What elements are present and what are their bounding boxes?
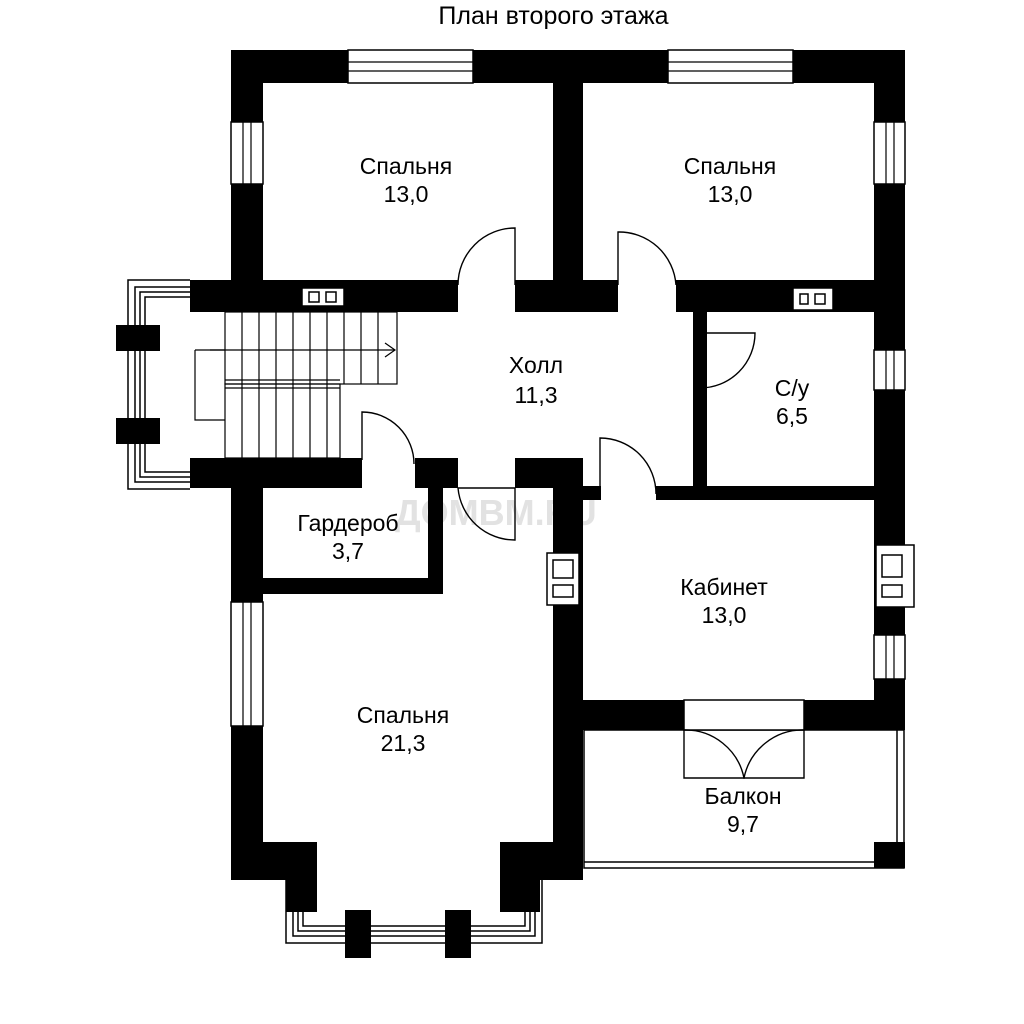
staircase xyxy=(194,311,398,459)
room-name-bedroom-3: Спальня xyxy=(357,702,449,728)
room-area-study: 13,0 xyxy=(702,602,747,628)
room-area-bathroom: 6,5 xyxy=(776,403,808,429)
left-bay-window xyxy=(127,279,190,490)
vent-shafts xyxy=(301,287,915,608)
plan-title: План второго этажа xyxy=(438,2,669,30)
room-name-balcony: Балкон xyxy=(704,783,781,809)
room-area-wardrobe: 3,7 xyxy=(332,538,364,564)
room-area-bedroom-1: 13,0 xyxy=(384,181,429,207)
room-name-bedroom-2: Спальня xyxy=(684,153,776,179)
room-labels: Спальня 13,0 Спальня 13,0 Холл 11,3 С/у … xyxy=(297,153,809,837)
windows xyxy=(230,49,906,731)
room-name-study: Кабинет xyxy=(680,574,768,600)
room-area-bedroom-3: 21,3 xyxy=(381,730,426,756)
room-name-bathroom: С/у xyxy=(775,375,810,401)
room-area-bedroom-2: 13,0 xyxy=(708,181,753,207)
room-name-wardrobe: Гардероб xyxy=(297,510,398,536)
room-name-bedroom-1: Спальня xyxy=(360,153,452,179)
room-area-hall: 11,3 xyxy=(514,382,557,408)
doors xyxy=(361,227,805,779)
room-area-balcony: 9,7 xyxy=(727,811,759,837)
room-name-hall: Холл xyxy=(509,352,563,378)
